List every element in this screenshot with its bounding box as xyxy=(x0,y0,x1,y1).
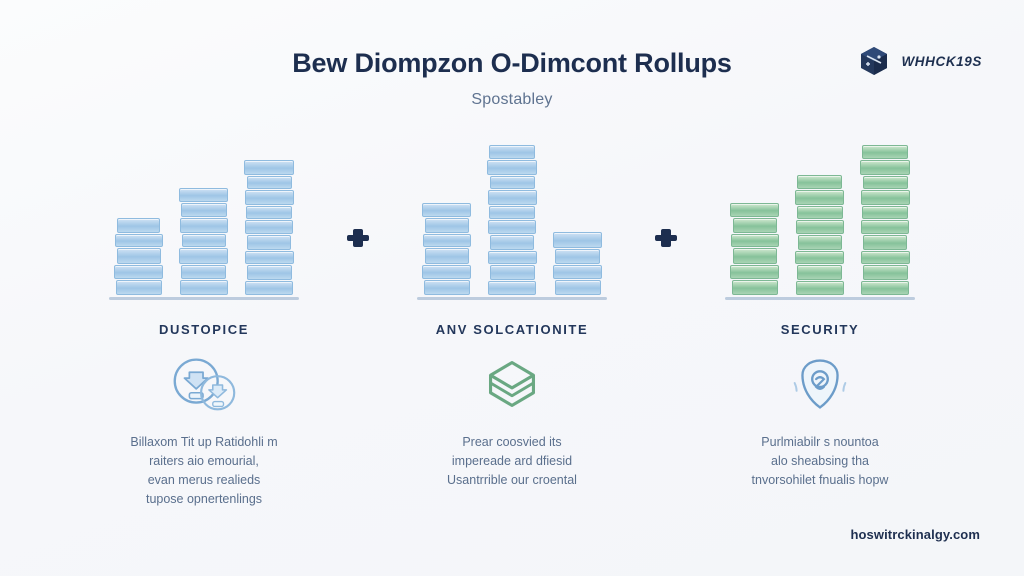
brand-name: WHHCK19S xyxy=(901,53,982,69)
users-group-icon xyxy=(165,353,243,415)
bar xyxy=(795,175,844,295)
column-security: SECURITY Purlmiabilr s nountoa alo sheab… xyxy=(687,145,953,490)
body-copy-1: Billaxom Tit up Ratidohli m raiters aio … xyxy=(97,433,312,509)
body-copy-3: Purlmiabilr s nountoa alo sheabsing tha … xyxy=(713,433,928,490)
bar xyxy=(422,203,471,295)
body-line: Billaxom Tit up Ratidohli m xyxy=(130,435,278,449)
body-line: tnvorsohilet fnualis hopw xyxy=(751,473,889,487)
page-subtitle: Spostabley xyxy=(471,91,553,108)
footer-website: hoswitrckinalgy.com xyxy=(850,527,980,542)
bar xyxy=(730,203,779,295)
section-heading-2: ANV SOLCATIONITE xyxy=(435,322,589,337)
column-dustopice: DUSTOPICE Billaxom Tit up Ratidohli m ra… xyxy=(71,155,337,509)
plus-icon xyxy=(347,227,369,249)
section-heading-1: DUSTOPICE xyxy=(158,322,249,337)
body-line: evan merus realieds xyxy=(147,473,261,487)
bar xyxy=(179,188,228,295)
bar xyxy=(244,160,294,295)
page-title: Bew Diompzon O-Dimcont Rollups xyxy=(292,48,732,78)
bar xyxy=(553,232,602,295)
cube-box-icon xyxy=(473,353,551,415)
column-anv-solcationite: ANV SOLCATIONITE Prear coosvied its impe… xyxy=(379,145,645,490)
body-line: tupose opnertenlings xyxy=(145,492,263,506)
shield-lock-icon xyxy=(781,353,859,415)
body-line: Purlmiabilr s nountoa xyxy=(761,435,879,449)
body-line: impereade ard dfiesid xyxy=(451,454,573,468)
bar xyxy=(860,145,910,295)
bar-cluster-3 xyxy=(720,145,920,295)
cube-icon xyxy=(857,44,891,78)
separator-plus-2 xyxy=(645,155,687,249)
bar-cluster-1 xyxy=(104,155,304,295)
body-line: Prear coosvied its xyxy=(462,435,562,449)
column-group: DUSTOPICE Billaxom Tit up Ratidohli m ra… xyxy=(0,145,1024,509)
body-line: raiters aio emourial, xyxy=(149,454,259,468)
section-heading-3: SECURITY xyxy=(780,322,860,337)
bar xyxy=(487,145,537,295)
bar xyxy=(114,218,163,295)
bar-cluster-2 xyxy=(412,145,612,295)
body-copy-2: Prear coosvied its impereade ard dfiesid… xyxy=(405,433,620,490)
body-line: Usantrrible our croental xyxy=(447,473,577,487)
chart-baseline xyxy=(109,297,299,300)
chart-baseline xyxy=(417,297,607,300)
plus-icon xyxy=(655,227,677,249)
separator-plus-1 xyxy=(337,155,379,249)
header: Bew Diompzon O-Dimcont Rollups Spostable… xyxy=(0,48,1024,109)
brand-logo: WHHCK19S xyxy=(857,44,982,78)
chart-baseline xyxy=(725,297,915,300)
body-line: alo sheabsing tha xyxy=(771,454,869,468)
